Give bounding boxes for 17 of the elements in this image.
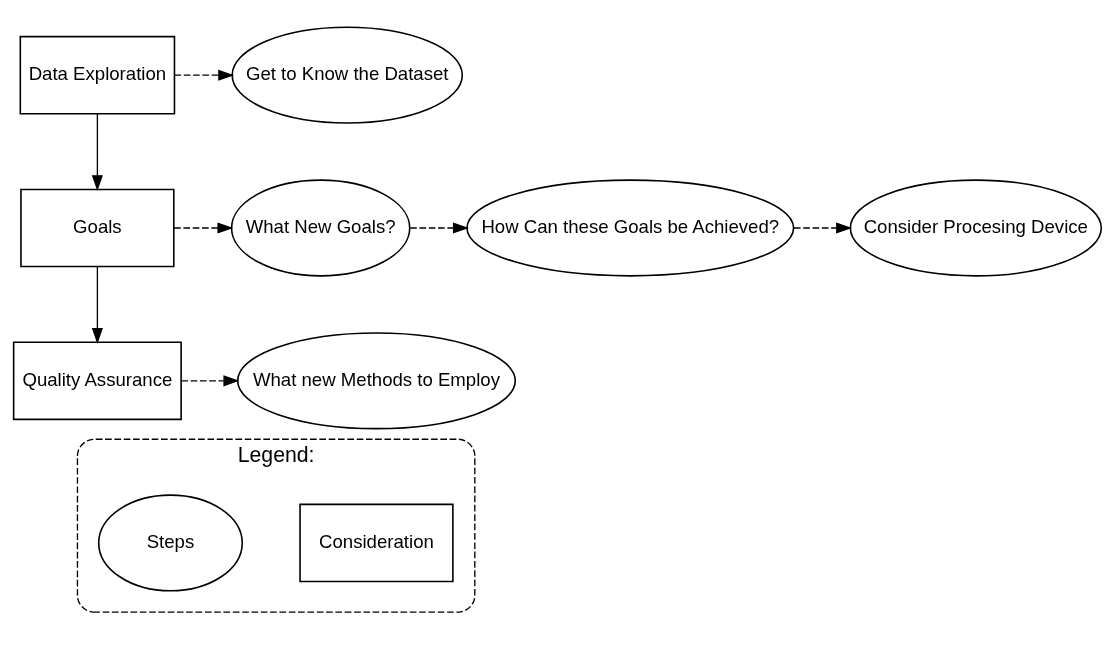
node-box: Goals bbox=[20, 188, 175, 267]
node-ellipse: What new Methods to Employ bbox=[236, 331, 517, 429]
arrow bbox=[409, 221, 469, 234]
arrow bbox=[173, 69, 235, 81]
node-box: Data Exploration bbox=[19, 35, 176, 114]
node-ellipse: What New Goals? bbox=[230, 178, 411, 277]
arrow bbox=[793, 221, 853, 234]
node-box: Consideration bbox=[299, 503, 454, 582]
arrow bbox=[180, 374, 240, 386]
node-ellipse: Get to Know the Dataset bbox=[231, 26, 464, 124]
node-box: Quality Assurance bbox=[12, 341, 182, 420]
arrow bbox=[173, 221, 234, 234]
arrow bbox=[91, 265, 103, 344]
node-ellipse: How Can these Goals be Achieved? bbox=[466, 178, 795, 277]
node-ellipse: Steps bbox=[97, 493, 244, 592]
node-ellipse: Consider Procesing Device bbox=[849, 178, 1103, 277]
arrow bbox=[91, 112, 103, 191]
